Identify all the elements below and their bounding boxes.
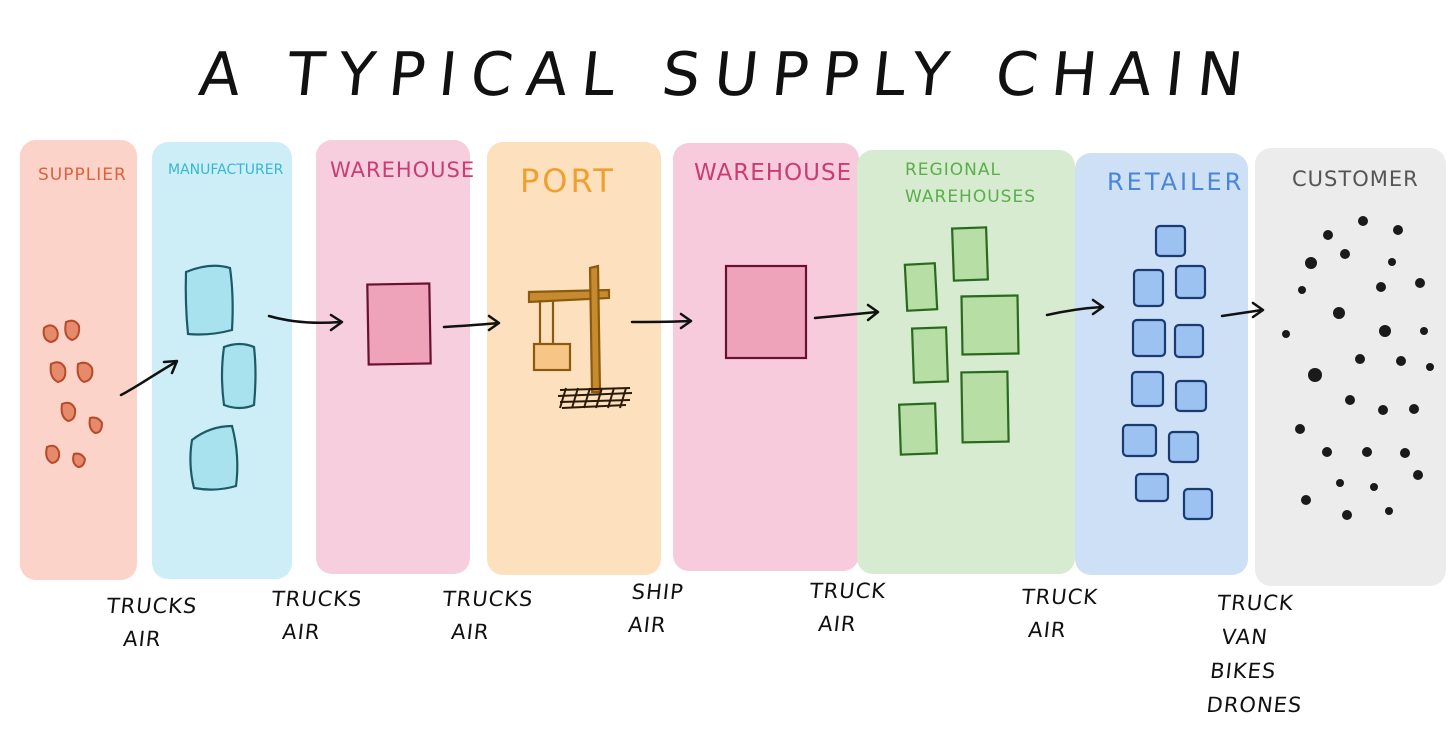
supplier-raw-materials-icon [42,319,104,469]
arrow-regional-to-retailer [1045,298,1105,317]
stage-label-retailer: RETAILER [1107,168,1245,196]
regional-warehouse-icons [898,226,1020,456]
arrow-warehouse-to-regional [813,303,880,322]
arrow-port-to-warehouse [630,312,693,330]
stage-label-warehouse-1: WAREHOUSE [330,158,476,182]
arrow-manufacturer-to-warehouse [267,313,344,332]
transport-label-5: TRUCK AIR [808,579,888,636]
port-crane-base-icon [557,387,633,409]
stage-label-warehouse-2: WAREHOUSE [694,160,853,186]
retailer-store-icons [1121,224,1214,521]
column-regional-warehouses [857,150,1075,574]
transport-label-3: TRUCKS AIR [441,587,535,644]
transport-label-1: TRUCKS AIR [105,594,199,651]
port-crane-icon [527,264,611,394]
transport-label-7: TRUCK VAN BIKES DRONES [1205,591,1304,717]
warehouse-icon-1 [366,282,432,366]
column-supplier [20,140,137,580]
column-port [487,142,661,575]
stage-label-port: PORT [520,162,616,200]
column-retailer [1075,153,1248,575]
stage-label-customer: CUSTOMER [1292,167,1419,191]
stage-label-regional-warehouses: REGIONAL WAREHOUSES [905,160,1036,207]
stage-label-supplier: SUPPLIER [38,165,127,185]
stage-label-manufacturer: MANUFACTURER [168,162,284,178]
transport-label-2: TRUCKS AIR [270,587,364,644]
manufacturer-icons [184,264,257,491]
arrow-warehouse-to-port [442,314,501,332]
customer-dots-icon [1282,216,1434,520]
arrow-supplier-to-manufacturer [119,359,179,397]
arrow-retailer-to-customer [1220,301,1265,319]
transport-label-6: TRUCK AIR [1020,585,1100,642]
transport-label-4: SHIP AIR [627,580,686,637]
warehouse-icon-2 [724,264,808,360]
